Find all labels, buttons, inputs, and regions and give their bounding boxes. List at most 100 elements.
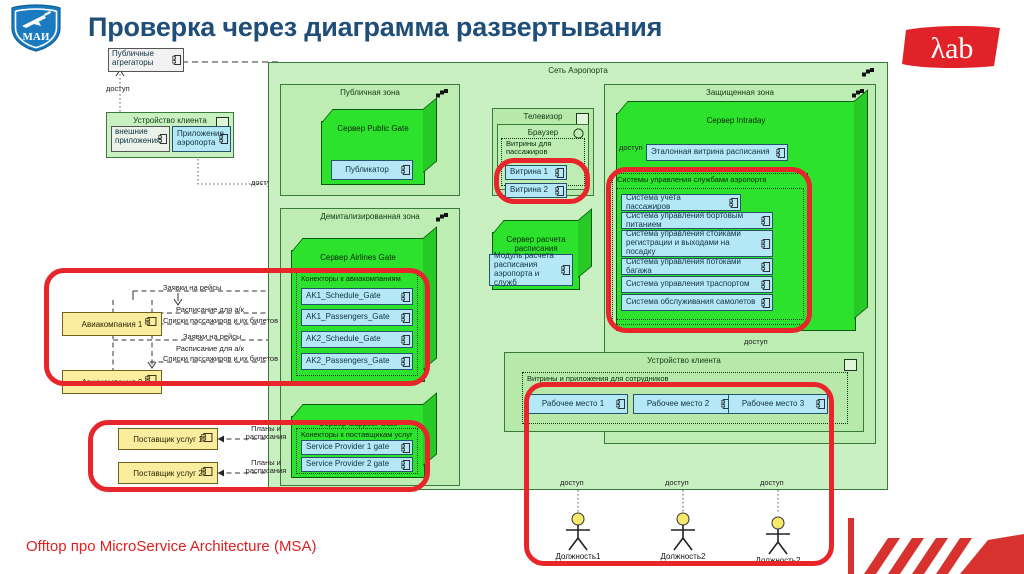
component-ak1-passengers-gate[interactable]: AK1_Passengers_Gate (301, 309, 413, 326)
component-vitrina-1[interactable]: Витрина 1 (505, 165, 567, 180)
component-icon (776, 147, 785, 158)
public-aggregators-label: Публичные агрегаторы (112, 49, 154, 67)
airline-2-edge-3: Списки пассажиров и их билетов (163, 354, 279, 363)
actor-3-label: Должность2 (755, 556, 801, 565)
component-icon (172, 55, 181, 65)
group-supplier-connectors: Конекторы к поставщикам услуг (296, 428, 418, 474)
aircraft-servicing-system-label: Система обслуживания самолетов (626, 297, 756, 307)
ak1-schedule-gate-label: AK1_Schedule_Gate (306, 291, 381, 301)
workplace-2-label: Рабочее место 2 (646, 398, 710, 408)
component-icon (401, 356, 410, 367)
server-side (423, 226, 437, 370)
component-icon (816, 399, 825, 409)
baggage-flow-management-system-label: Система управления потоками багажа (626, 256, 742, 275)
node-staff-client-device[interactable]: Устройство клиента (504, 352, 864, 432)
airline-2-label: Авиакомпания 2 (81, 377, 143, 387)
airline-2-edge-1: Заявки на рейсы (183, 332, 242, 341)
component-icon (401, 334, 410, 345)
component-icon (401, 459, 410, 470)
server-public-gate-label: Сервер Public Gate (337, 124, 409, 133)
actor-3-icon[interactable] (756, 516, 800, 556)
component-workplace-1[interactable]: Рабочее место 1 (528, 394, 628, 414)
server-roof (321, 109, 437, 123)
component-icon (729, 197, 738, 208)
group-systems-inner (616, 188, 804, 320)
component-stereotype-icon (145, 375, 157, 384)
server-roof (492, 220, 592, 234)
external-airline-1[interactable]: Авиакомпания 1 (62, 312, 162, 336)
component-aircraft-servicing-system[interactable]: Система обслуживания самолетов (621, 294, 773, 311)
component-reference-showcase[interactable]: Эталонная витрина расписания (646, 144, 788, 161)
component-service-provider-1-gate[interactable]: Service Provider 1 gate (301, 440, 413, 455)
airport-app-label: Приложение аэропорта (177, 129, 224, 147)
component-icon (401, 291, 410, 302)
public-zone-label: Публичная зона (340, 88, 400, 97)
server-airlines-gate-label: Сервер Airlines Gate (320, 253, 396, 262)
lab-logo-icon: λab (900, 24, 1006, 70)
workplace-1-label: Рабочее место 1 (541, 398, 605, 408)
node-3d-icon (436, 89, 448, 98)
group-staff-showcases-label: Витрины и приложения для сотрудников (527, 374, 669, 383)
node-public-aggregators[interactable]: Публичные агрегаторы (108, 48, 184, 72)
server-intraday-label: Сервер Intraday (706, 116, 766, 125)
mai-logo-icon: МАИ (4, 2, 68, 54)
reference-showcase-label: Эталонная витрина расписания (651, 147, 770, 157)
component-baggage-flow-management-system[interactable]: Система управления потоками багажа (621, 256, 773, 275)
component-icon (401, 312, 410, 323)
supplier-2-label: Поставщик услуг 2 (133, 468, 203, 478)
component-ak2-passengers-gate[interactable]: AK2_Passengers_Gate (301, 353, 413, 370)
server-roof (291, 404, 437, 418)
component-workplace-3[interactable]: Рабочее место 3 (728, 394, 828, 414)
group-supplier-connectors-label: Конекторы к поставщикам услуг (301, 430, 413, 439)
component-publikator[interactable]: Публикатор (331, 160, 413, 180)
component-service-provider-2-gate[interactable]: Service Provider 2 gate (301, 457, 413, 472)
component-vitrina-2[interactable]: Витрина 2 (505, 183, 567, 198)
client-device-label: Устройство клиента (133, 116, 207, 125)
component-icon (555, 167, 564, 178)
component-external-apps[interactable]: внешние приложения (111, 126, 170, 152)
component-icon (761, 215, 770, 226)
passenger-accounting-system-label: Система учета пассажиров (626, 192, 681, 211)
server-side (423, 97, 437, 173)
staff-client-device-label: Устройство клиента (647, 356, 721, 365)
airline-1-edge-2: Расписание для а/к (176, 305, 244, 314)
component-ak1-schedule-gate[interactable]: AK1_Schedule_Gate (301, 288, 413, 305)
publikator-label: Публикатор (345, 164, 389, 174)
component-transport-management-system[interactable]: Система управления траспортом (621, 276, 773, 293)
component-icon (401, 442, 410, 453)
component-icon (158, 134, 167, 144)
component-stereotype-icon (201, 433, 213, 442)
group-passenger-showcases-label: Витрины для пассажиров (506, 139, 552, 156)
corner-stripes-decoration (848, 518, 1024, 574)
component-schedule-module[interactable]: Модуль расчета расписания аэропорта и сл… (489, 251, 573, 287)
component-icon (616, 399, 625, 409)
component-checkin-gates-management-system[interactable]: Система управления стойками регистрации … (621, 229, 773, 257)
browser-label: Браузер (527, 128, 559, 137)
server-schedule-calculation-label: Сервер расчета расписания (506, 235, 566, 253)
service-provider-2-gate-label: Service Provider 2 gate (306, 459, 390, 469)
ak2-passengers-gate-label: AK2_Passengers_Gate (306, 356, 390, 366)
component-ak2-schedule-gate[interactable]: AK2_Schedule_Gate (301, 331, 413, 348)
service-provider-1-gate-label: Service Provider 1 gate (306, 442, 390, 452)
airline-2-edge-2: Расписание для а/к (176, 344, 244, 353)
television-label: Телевизор (523, 112, 563, 121)
external-airline-2[interactable]: Авиакомпания 2 (62, 370, 162, 394)
airline-1-edge-3: Списки пассажиров и их билетов (163, 316, 279, 325)
component-catering-management-system[interactable]: Система управления бортовым питанием (621, 211, 773, 229)
component-workplace-2[interactable]: Рабочее место 2 (633, 394, 733, 414)
actor-2-icon[interactable] (661, 512, 705, 552)
checkin-gates-management-system-label: Система управления стойками регистрации … (626, 229, 741, 256)
server-roof (616, 101, 868, 115)
access-label-protected-zone: доступ (744, 337, 768, 346)
actor-1-icon[interactable] (556, 512, 600, 552)
external-supplier-1[interactable]: Поставщик услуг 1 (118, 428, 218, 450)
ak1-passengers-gate-label: AK1_Passengers_Gate (306, 312, 390, 322)
component-icon (561, 265, 570, 275)
access-label-left-1: доступ (106, 84, 130, 93)
airport-network-label: Сеть Аэропорта (548, 66, 608, 75)
ak2-schedule-gate-label: AK2_Schedule_Gate (306, 334, 381, 344)
component-passenger-accounting-system[interactable]: Система учета пассажиров (621, 192, 741, 211)
external-supplier-2[interactable]: Поставщик услуг 2 (118, 462, 218, 484)
component-airport-app[interactable]: Приложение аэропорта (172, 126, 231, 152)
